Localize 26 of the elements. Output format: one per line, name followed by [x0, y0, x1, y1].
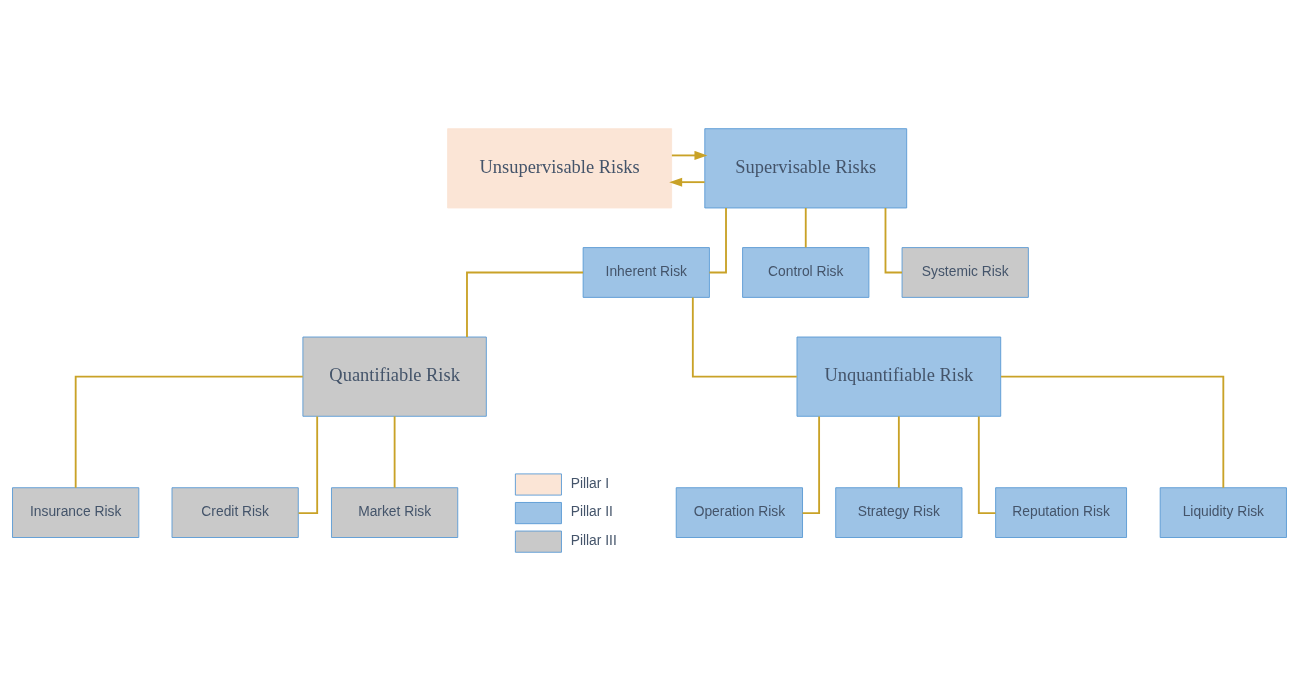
node-box: Market Risk [331, 487, 459, 538]
connector [897, 415, 900, 489]
node-box: Credit Risk [171, 487, 299, 538]
node-box: Reputation Risk [995, 487, 1127, 538]
legend-label: Pillar III [570, 531, 617, 548]
node-box: Inherent Risk [582, 247, 710, 298]
arrow [669, 177, 706, 187]
connector [691, 296, 798, 378]
node-box: Insurance Risk [12, 487, 140, 538]
node-box: Unquantifiable Risk [796, 336, 1002, 417]
connector [74, 375, 304, 489]
node-box: Liquidity Risk [1159, 487, 1287, 538]
node-box: Quantifiable Risk [302, 336, 487, 417]
node-box: Strategy Risk [835, 487, 963, 538]
node-box: Supervisable Risks [704, 128, 908, 209]
legend-label: Pillar II [570, 503, 613, 520]
node-box: Unsupervisable Risks [447, 128, 673, 209]
connector [466, 271, 584, 338]
connector [393, 415, 396, 489]
connector [804, 207, 807, 249]
connector [1000, 375, 1225, 489]
arrow [670, 150, 708, 160]
node-box: Operation Risk [675, 487, 803, 538]
legend-label: Pillar I [570, 474, 610, 491]
node-box: Control Risk [742, 247, 870, 298]
node-box: Systemic Risk [901, 247, 1029, 298]
